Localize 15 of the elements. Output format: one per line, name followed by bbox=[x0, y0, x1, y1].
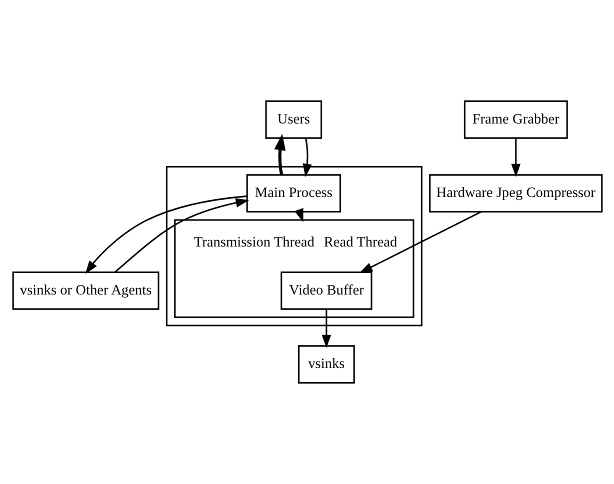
arrow bbox=[302, 138, 312, 178]
node-box: Users bbox=[264, 100, 322, 139]
arrow bbox=[294, 208, 303, 222]
arrow bbox=[274, 134, 286, 176]
node-box: vsinks bbox=[298, 345, 354, 384]
node-box: Frame Grabber bbox=[463, 100, 568, 139]
node-box: vsinks or Other Agents bbox=[12, 271, 159, 310]
arrow bbox=[510, 138, 520, 178]
cluster bbox=[165, 166, 422, 326]
arrow bbox=[114, 198, 249, 273]
arrow bbox=[84, 195, 247, 274]
node-box: Video Buffer bbox=[280, 271, 372, 310]
node-box: Hardware Jpeg Compressor bbox=[428, 174, 602, 213]
arrow bbox=[321, 309, 331, 348]
arrow bbox=[358, 211, 481, 274]
